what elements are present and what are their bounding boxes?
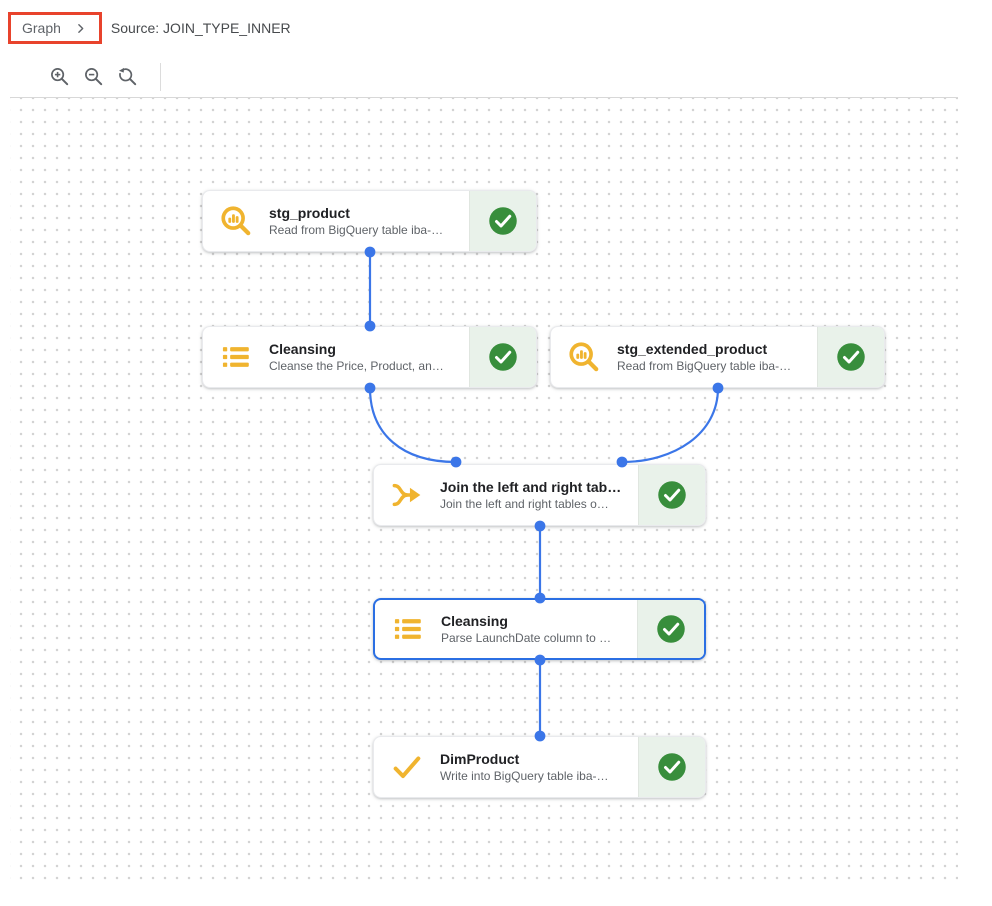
node-status [638,737,705,797]
node-text: Cleansing Cleanse the Price, Product, an… [269,327,469,387]
search-insights-icon [203,191,269,251]
node-dim-product[interactable]: DimProduct Write into BigQuery table iba… [373,736,706,798]
node-cleansing-2-selected[interactable]: Cleansing Parse LaunchDate column to … [373,598,706,660]
node-title: Join the left and right tab… [440,478,622,495]
node-title: DimProduct [440,750,520,767]
node-subtitle: Write into BigQuery table iba-… [440,769,609,783]
node-text: stg_product Read from BigQuery table iba… [269,191,469,251]
annotation-highlight-box: Graph [8,12,102,44]
graph-canvas[interactable]: stg_product Read from BigQuery table iba… [10,97,958,888]
node-stg-product[interactable]: stg_product Read from BigQuery table iba… [202,190,537,252]
success-check-icon [657,615,685,643]
zoom-out-button[interactable] [79,62,109,92]
node-text: Join the left and right tab… Join the le… [440,465,638,525]
node-status [637,600,704,658]
zoom-reset-icon [119,67,137,85]
node-title: Cleansing [269,340,336,357]
node-status [469,327,536,387]
node-subtitle: Read from BigQuery table iba-… [617,359,792,373]
list-icon [375,600,441,658]
node-stg-extended-product[interactable]: stg_extended_product Read from BigQuery … [550,326,885,388]
node-subtitle: Read from BigQuery table iba-… [269,223,444,237]
node-cleansing-1[interactable]: Cleansing Cleanse the Price, Product, an… [202,326,537,388]
zoom-out-icon [85,67,103,85]
check-icon [374,737,440,797]
node-subtitle: Parse LaunchDate column to … [441,631,612,645]
node-title: Cleansing [441,612,508,629]
node-text: Cleansing Parse LaunchDate column to … [441,600,637,658]
node-subtitle: Cleanse the Price, Product, an… [269,359,444,373]
node-status [817,327,884,387]
node-status [638,465,705,525]
node-join[interactable]: Join the left and right tab… Join the le… [373,464,706,526]
breadcrumb: Graph Source: JOIN_TYPE_INNER [0,0,992,56]
zoom-in-icon [51,67,69,85]
node-text: DimProduct Write into BigQuery table iba… [440,737,638,797]
chevron-right-icon [78,23,84,33]
list-icon [203,327,269,387]
zoom-reset-button[interactable] [113,62,143,92]
zoom-in-button[interactable] [45,62,75,92]
node-title: stg_extended_product [617,340,768,357]
success-check-icon [837,343,865,371]
success-check-icon [489,343,517,371]
merge-join-icon [374,465,440,525]
node-title: stg_product [269,204,350,221]
success-check-icon [658,481,686,509]
edge-cleansing-1-to-join [368,387,457,464]
search-insights-icon [551,327,617,387]
success-check-icon [489,207,517,235]
node-subtitle: Join the left and right tables o… [440,497,609,511]
graph-toolbar [0,56,992,97]
node-status [469,191,536,251]
toolbar-divider [160,62,161,91]
edge-stg-extended-product-to-join [621,387,720,464]
node-text: stg_extended_product Read from BigQuery … [617,327,817,387]
breadcrumb-source-label: Source: JOIN_TYPE_INNER [110,20,291,36]
breadcrumb-graph-link[interactable]: Graph [22,20,61,36]
success-check-icon [658,753,686,781]
